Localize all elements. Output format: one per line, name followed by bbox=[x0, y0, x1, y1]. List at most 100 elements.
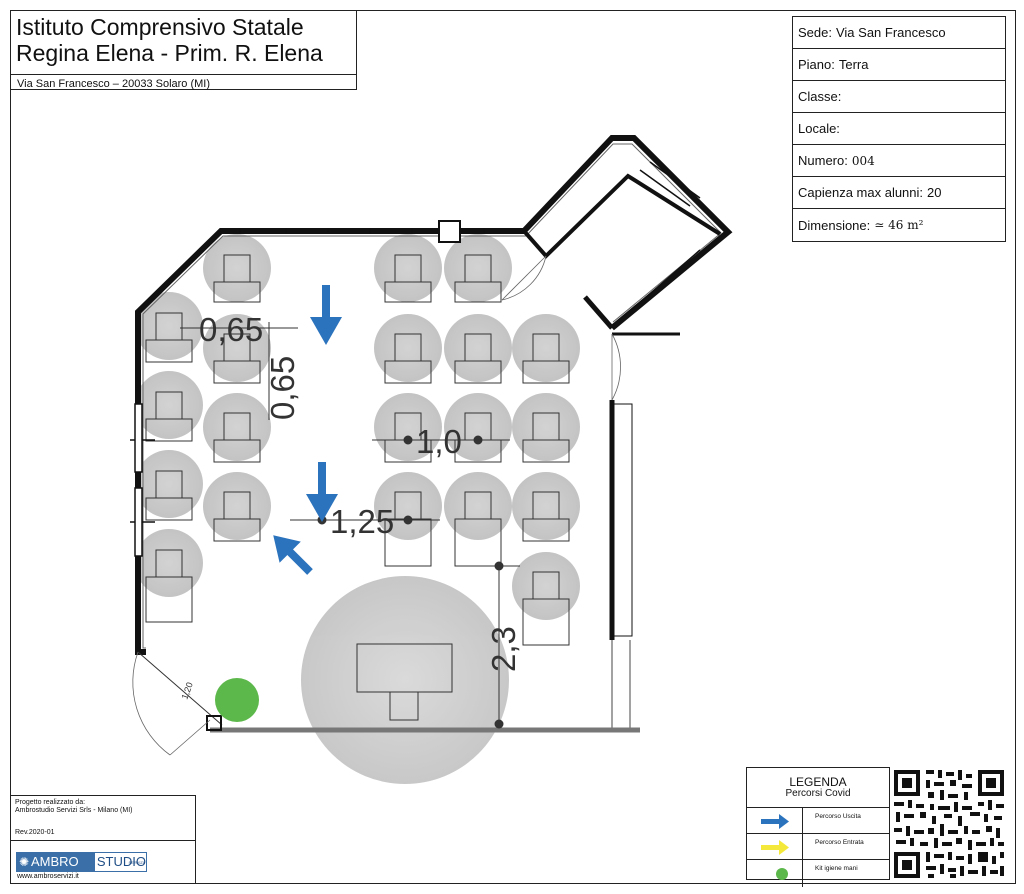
dimension-label-aisle: 1,25 bbox=[330, 503, 394, 540]
annex-door-swing bbox=[501, 255, 547, 301]
drawing-frame bbox=[10, 10, 1016, 884]
info-row-locale: Locale: bbox=[793, 113, 1005, 145]
distance-circle bbox=[135, 450, 203, 518]
arrow-down-icon bbox=[310, 285, 342, 345]
student-desk bbox=[213, 412, 261, 463]
legend-entry-label: Percorso Entrata bbox=[815, 839, 864, 846]
info-row-dimensione: Dimensione: ≃ 46 m² bbox=[793, 209, 1005, 241]
legend-box: LEGENDA Percorsi Covid Percorso Uscita P… bbox=[746, 767, 890, 887]
right-cabinet bbox=[613, 403, 633, 637]
teacher-desk bbox=[356, 643, 453, 721]
student-desk bbox=[522, 412, 570, 463]
dimension-label-teacher: 2,3 bbox=[485, 626, 522, 672]
title-divider bbox=[10, 74, 357, 75]
dimensione-label: Dimensione: bbox=[798, 217, 871, 233]
student-desk bbox=[522, 571, 570, 646]
distance-circle bbox=[203, 314, 271, 382]
distance-circle bbox=[135, 371, 203, 439]
numero-value: 004 bbox=[851, 153, 875, 168]
legend-kit-label: Kit igiene mani bbox=[815, 865, 858, 872]
distance-circle bbox=[374, 234, 442, 302]
distance-circle bbox=[444, 393, 512, 461]
locale-label: Locale: bbox=[798, 121, 840, 136]
distance-circle bbox=[512, 472, 580, 540]
legend-row-entry: Percorso Entrata bbox=[747, 834, 889, 860]
student-desk bbox=[145, 312, 193, 363]
legend-exit-label: Percorso Uscita bbox=[815, 813, 861, 820]
student-desk bbox=[145, 391, 193, 442]
info-row-classe: Classe: bbox=[793, 81, 1005, 113]
distance-circle bbox=[444, 314, 512, 382]
distance-circle bbox=[374, 472, 442, 540]
student-desk bbox=[384, 254, 432, 303]
distance-circle bbox=[203, 393, 271, 461]
arrow-down-left-icon bbox=[273, 535, 313, 575]
student-desk bbox=[145, 549, 193, 623]
student-desks bbox=[145, 254, 570, 721]
sede-value: Via San Francesco bbox=[835, 25, 946, 40]
arrow-down-icon bbox=[306, 462, 338, 522]
teacher-distance-circle bbox=[301, 576, 509, 784]
distance-circle bbox=[512, 393, 580, 461]
info-row-capienza: Capienza max alunni: 20 bbox=[793, 177, 1005, 209]
legend-subtitle: Percorsi Covid bbox=[785, 788, 851, 799]
room-info-table: Sede: Via San Francesco Piano: Terra Cla… bbox=[792, 16, 1006, 242]
legend-row-kit: Kit igiene mani bbox=[747, 860, 889, 887]
distance-circle bbox=[374, 393, 442, 461]
dimension-label-width: 0,65 bbox=[199, 311, 263, 348]
distance-circle bbox=[512, 314, 580, 382]
hygiene-kit-marker bbox=[215, 678, 259, 722]
credits-line2: Ambrostudio Servizi Srls - Milano (MI) bbox=[15, 807, 133, 814]
door-width-label: 1,20 bbox=[179, 681, 194, 701]
school-name-line2: Regina Elena - Prim. R. Elena bbox=[16, 40, 323, 66]
legend-header: LEGENDA Percorsi Covid bbox=[747, 776, 889, 808]
student-desk bbox=[384, 333, 432, 384]
classe-label: Classe: bbox=[798, 89, 842, 104]
legend-row-exit: Percorso Uscita bbox=[747, 808, 889, 834]
distance-circle bbox=[512, 552, 580, 620]
right-door-swing bbox=[611, 333, 621, 401]
dimensione-value: ≃ 46 m² bbox=[874, 218, 924, 232]
school-address: Via San Francesco – 20033 Solaro (MI) bbox=[17, 78, 211, 90]
numero-label: Numero: bbox=[798, 153, 848, 168]
dot-icon bbox=[776, 868, 788, 880]
credits-block: Progetto realizzato da: Ambrostudio Serv… bbox=[10, 795, 196, 884]
piano-label: Piano: bbox=[798, 57, 835, 72]
student-desk bbox=[522, 491, 570, 542]
distance-circle bbox=[203, 234, 271, 302]
arrow-right-icon bbox=[761, 814, 789, 829]
distance-circle bbox=[135, 292, 203, 360]
student-desk bbox=[213, 333, 261, 384]
dimension-label-row-gap: 1,0 bbox=[416, 423, 462, 460]
logo-text-a: AMBRO bbox=[31, 854, 79, 869]
sede-label: Sede: bbox=[798, 25, 832, 40]
title-block: Istituto Comprensivo Statale Regina Elen… bbox=[10, 10, 357, 90]
capienza-label: Capienza max alunni: bbox=[798, 185, 924, 200]
revision-label: Rev.2020-01 bbox=[15, 829, 55, 836]
school-name-line1: Istituto Comprensivo Statale bbox=[16, 14, 304, 40]
exit-arrows bbox=[273, 285, 342, 575]
student-desk bbox=[454, 254, 502, 303]
info-row-piano: Piano: Terra bbox=[793, 49, 1005, 81]
credits-divider bbox=[10, 840, 196, 841]
piano-value: Terra bbox=[838, 57, 869, 72]
logo-text-b: STUDIO bbox=[96, 854, 146, 869]
student-desk bbox=[213, 254, 261, 303]
door-swings bbox=[132, 255, 621, 756]
capienza-value: 20 bbox=[927, 185, 942, 200]
credits-line1: Progetto realizzato da: bbox=[15, 799, 86, 806]
annex-inner-wall bbox=[522, 173, 722, 259]
distance-circle bbox=[135, 529, 203, 597]
legend-title: LEGENDA bbox=[789, 775, 847, 789]
door-jamb bbox=[137, 651, 223, 726]
student-desk bbox=[213, 491, 261, 542]
info-row-numero: Numero: 004 bbox=[793, 145, 1005, 177]
wall-ticks bbox=[130, 161, 701, 557]
distance-circle bbox=[444, 472, 512, 540]
sun-icon: ✺ bbox=[18, 855, 30, 869]
distance-circle bbox=[444, 234, 512, 302]
qr-code-icon bbox=[892, 768, 1006, 880]
annex-wall-end bbox=[583, 295, 614, 330]
